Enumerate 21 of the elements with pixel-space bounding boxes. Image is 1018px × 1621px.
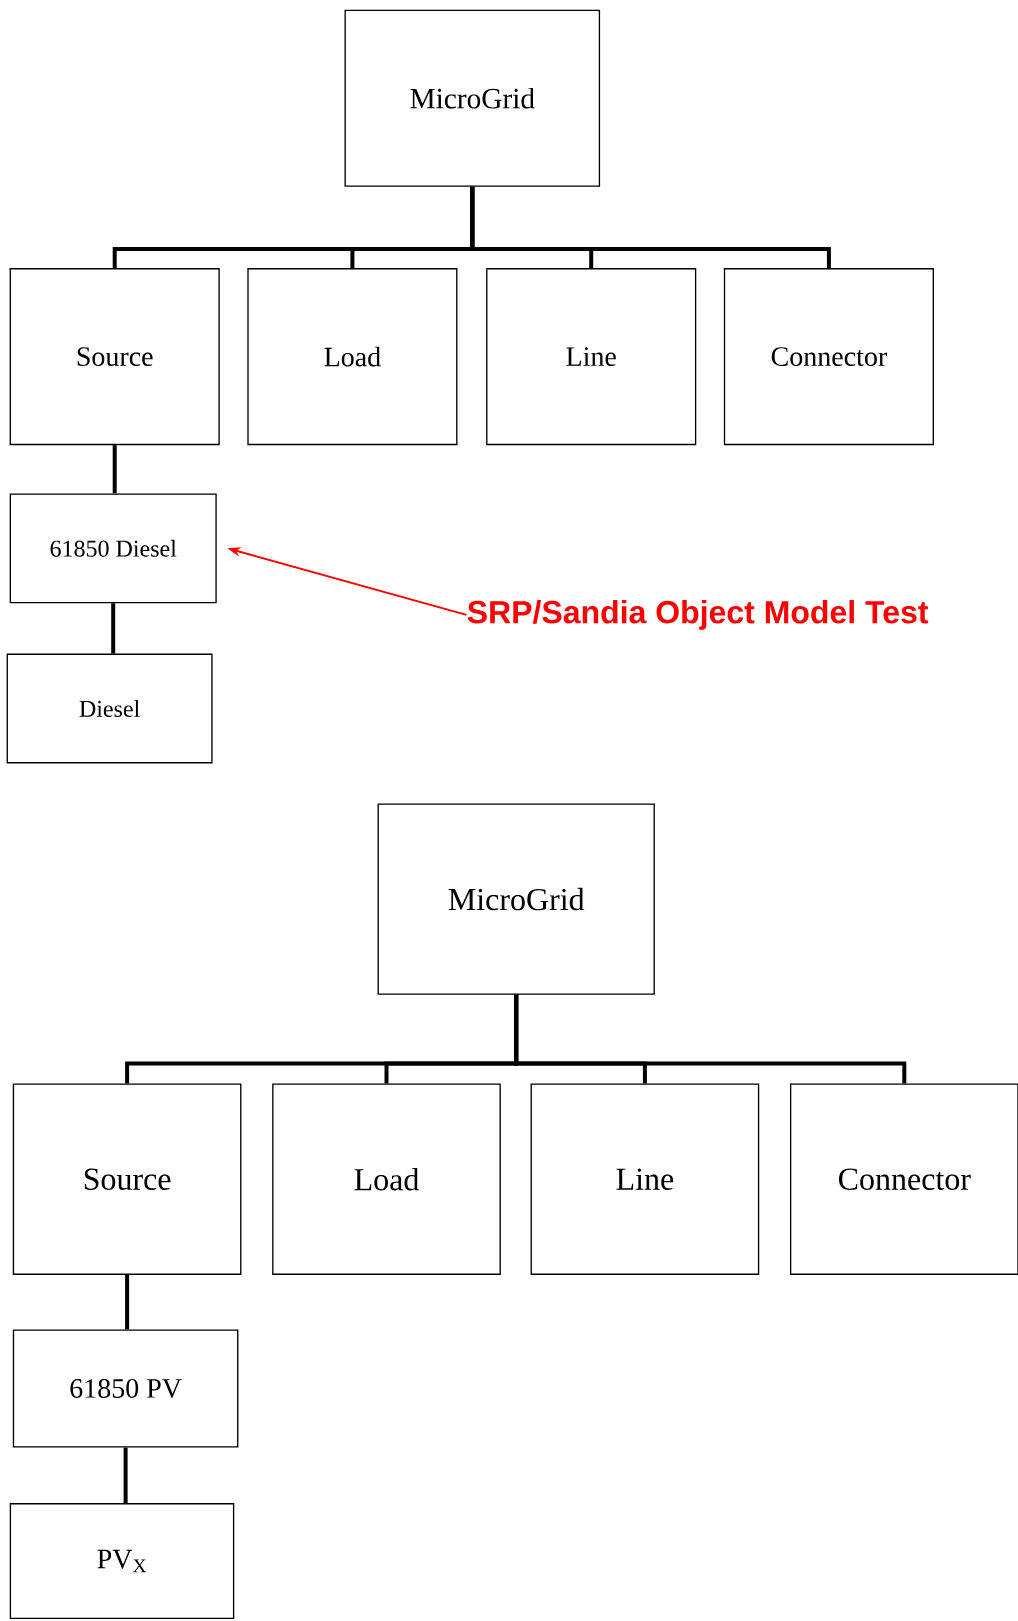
connector-line bbox=[112, 445, 117, 494]
hierarchy-box: Line bbox=[530, 1083, 760, 1275]
connector-line bbox=[470, 186, 831, 269]
hierarchy-box: Diesel bbox=[6, 653, 213, 764]
hierarchy-box: MicroGrid bbox=[344, 9, 601, 187]
connector-line bbox=[123, 1447, 128, 1504]
annotation-text: SRP/Sandia Object Model Test bbox=[467, 600, 929, 630]
hierarchy-box: 61850 Diesel bbox=[9, 493, 217, 604]
hierarchy-box: PV$_{X}$ bbox=[9, 1503, 235, 1620]
connector-line bbox=[514, 994, 907, 1084]
hierarchy-box: MicroGrid bbox=[377, 803, 655, 995]
hierarchy-box: Line bbox=[486, 268, 697, 446]
connector-line bbox=[125, 1274, 130, 1330]
hierarchy-box: Source bbox=[9, 268, 220, 446]
hierarchy-box: 61850 PV bbox=[12, 1329, 239, 1448]
connector-line bbox=[111, 603, 116, 654]
hierarchy-box: Load bbox=[272, 1083, 501, 1275]
hierarchy-box: Connector bbox=[723, 268, 934, 446]
hierarchy-box: Connector bbox=[789, 1083, 1018, 1275]
hierarchy-box: Source bbox=[12, 1083, 242, 1275]
hierarchy-box: Load bbox=[247, 268, 458, 446]
